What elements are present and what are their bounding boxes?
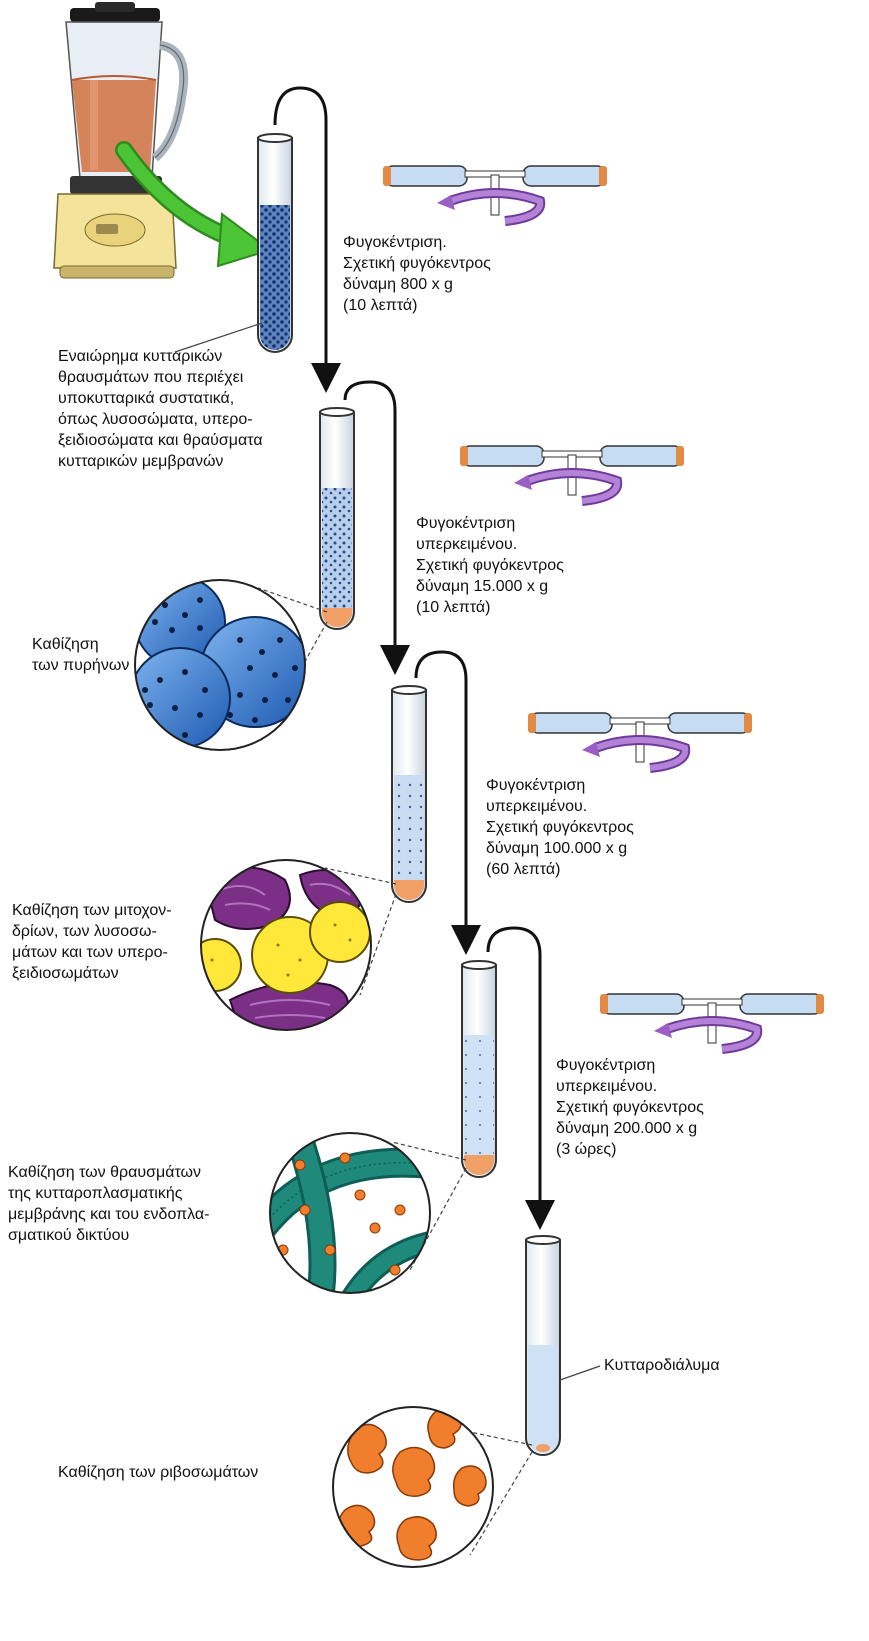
homogenate-line-2: θραυσμάτων που περιέχει: [58, 369, 244, 386]
step4-line-4: δύναμη 200.000 x g: [556, 1120, 698, 1137]
step3-line-2: υπερκειμένου.: [486, 798, 588, 815]
test-tube-icon: [525, 1235, 561, 1456]
step2-line-4: δύναμη 15.000 x g: [416, 578, 549, 595]
pellet-mitochondria-line-1: Καθίζηση των μιτοχον-: [12, 902, 172, 919]
homogenate-line-6: κυτταρικών μεμβρανών: [58, 453, 224, 470]
test-tube-icon: [319, 407, 355, 630]
step1-line-2: Σχετική φυγόκεντρος: [343, 255, 491, 272]
membranes-magnified-icon: [269, 1132, 431, 1294]
pellet-ribosomes-label: Καθίζηση των ριβοσωμάτων: [58, 1462, 258, 1483]
pellet-mitochondria-line-2: δρίων, των λυσοσω-: [12, 923, 157, 940]
pellet-nuclei-line-1: Καθίζηση: [32, 636, 99, 653]
step2-line-3: Σχετική φυγόκεντρος: [416, 557, 564, 574]
step3-line-1: Φυγοκέντριση: [486, 777, 586, 794]
leader-lines: [174, 322, 601, 1556]
pellet-nuclei-line-2: των πυρήνων: [32, 657, 130, 674]
step3-line-4: δύναμη 100.000 x g: [486, 840, 628, 857]
ribosomes-magnified-icon: [332, 1406, 494, 1568]
pellet-mitochondria-label: Καθίζηση των μιτοχον- δρίων, των λυσοσω-…: [12, 900, 172, 984]
pellet-nuclei-label: Καθίζηση των πυρήνων: [32, 634, 129, 676]
pellet-membranes-line-4: σματικού δικτύου: [8, 1227, 130, 1244]
pellet-membranes-label: Καθίζηση των θραυσμάτων της κυτταροπλασμ…: [8, 1162, 210, 1246]
step1-label: Φυγοκέντριση. Σχετική φυγόκεντρος δύναμη…: [343, 232, 491, 316]
test-tube-icon: [461, 960, 497, 1178]
centrifuge-icon: [600, 993, 824, 1054]
step4-label: Φυγοκέντριση υπερκειμένου. Σχετική φυγόκ…: [556, 1055, 704, 1160]
step1-line-4: (10 λεπτά): [343, 297, 418, 314]
step3-line-3: Σχετική φυγόκεντρος: [486, 819, 634, 836]
step4-line-3: Σχετική φυγόκεντρος: [556, 1099, 704, 1116]
mitochondria-magnified-icon: [200, 859, 372, 1031]
pellet-mitochondria-line-4: ξειδιοσωμάτων: [12, 965, 119, 982]
centrifuge-icon: [460, 445, 684, 506]
centrifuge-icon: [383, 165, 607, 226]
centrifuge-icon: [528, 712, 752, 773]
nuclei-magnified-icon: [134, 579, 306, 751]
homogenate-line-5: ξειδιοσώματα και θραύσματα: [58, 432, 263, 449]
pellet-membranes-line-1: Καθίζηση των θραυσμάτων: [8, 1164, 202, 1181]
step4-line-5: (3 ώρες): [556, 1141, 617, 1158]
test-tube-icon: [257, 133, 293, 353]
flow-arrow: [273, 86, 555, 1230]
step3-label: Φυγοκέντριση υπερκειμένου. Σχετική φυγόκ…: [486, 775, 634, 880]
step2-line-2: υπερκειμένου.: [416, 536, 518, 553]
test-tube-icon: [391, 685, 427, 903]
step2-line-1: Φυγοκέντριση: [416, 515, 516, 532]
homogenate-line-4: όπως λυσοσώματα, υπερο-: [58, 411, 253, 428]
blender-icon: [53, 2, 189, 279]
cytosol-label: Κυτταροδιάλυμα: [604, 1357, 720, 1374]
step4-line-1: Φυγοκέντριση: [556, 1057, 656, 1074]
homogenate-line-3: υποκυτταρικά συστατικά,: [58, 390, 235, 407]
pellet-membranes-line-3: μεμβράνης και του ενδοπλα-: [8, 1206, 210, 1223]
step3-line-5: (60 λεπτά): [486, 861, 561, 878]
homogenate-label: Εναιώρημα κυτταρικών θραυσμάτων που περι…: [58, 346, 263, 472]
step2-label: Φυγοκέντριση υπερκειμένου. Σχετική φυγόκ…: [416, 513, 564, 618]
homogenate-line-1: Εναιώρημα κυτταρικών: [58, 348, 223, 365]
step4-line-2: υπερκειμένου.: [556, 1078, 658, 1095]
pellet-membranes-line-2: της κυτταροπλασματικής: [8, 1185, 183, 1202]
pellet-ribosomes-line-1: Καθίζηση των ριβοσωμάτων: [58, 1464, 259, 1481]
step2-line-5: (10 λεπτά): [416, 599, 491, 616]
pellet-mitochondria-line-3: μάτων και των υπερο-: [12, 944, 168, 961]
step1-line-3: δύναμη 800 x g: [343, 276, 453, 293]
step1-line-1: Φυγοκέντριση.: [343, 234, 447, 251]
